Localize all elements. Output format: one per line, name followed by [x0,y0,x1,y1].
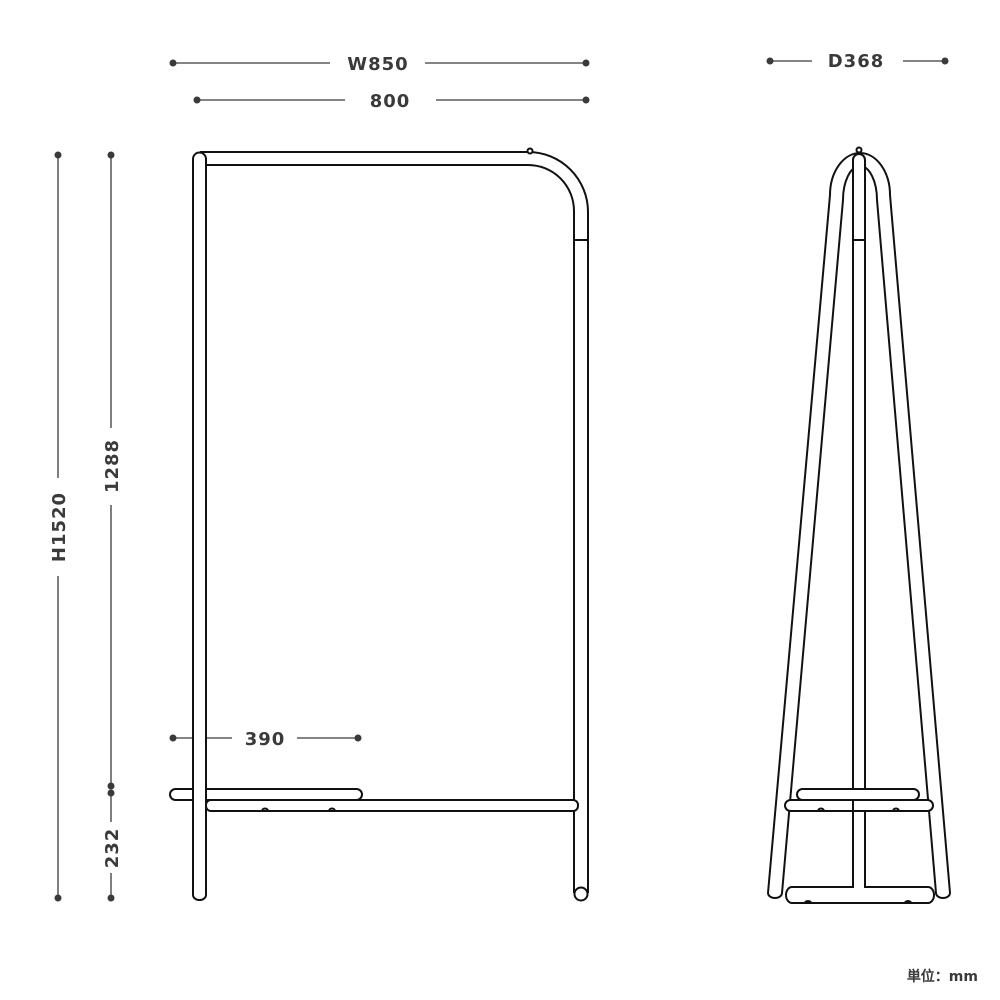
dimension-800: 800 [193,91,590,112]
width-total-label: W850 [347,54,408,75]
dimension-w850: W850 [169,54,590,75]
dimension-1288: 1288 [102,151,123,790]
unit-label: 単位：mm [906,969,978,985]
dimension-232: 232 [102,789,123,902]
dimension-h1520: H1520 [49,151,70,902]
side-view [767,146,951,904]
front-view [169,147,589,902]
bar-height-label: 1288 [102,439,123,493]
width-inner-label: 800 [370,91,411,112]
depth-label: D368 [828,51,885,72]
shelf-height-label: 232 [102,828,123,869]
dimension-d368: D368 [766,51,949,72]
height-total-label: H1520 [49,492,70,562]
shelf-depth-label: 390 [245,729,286,750]
